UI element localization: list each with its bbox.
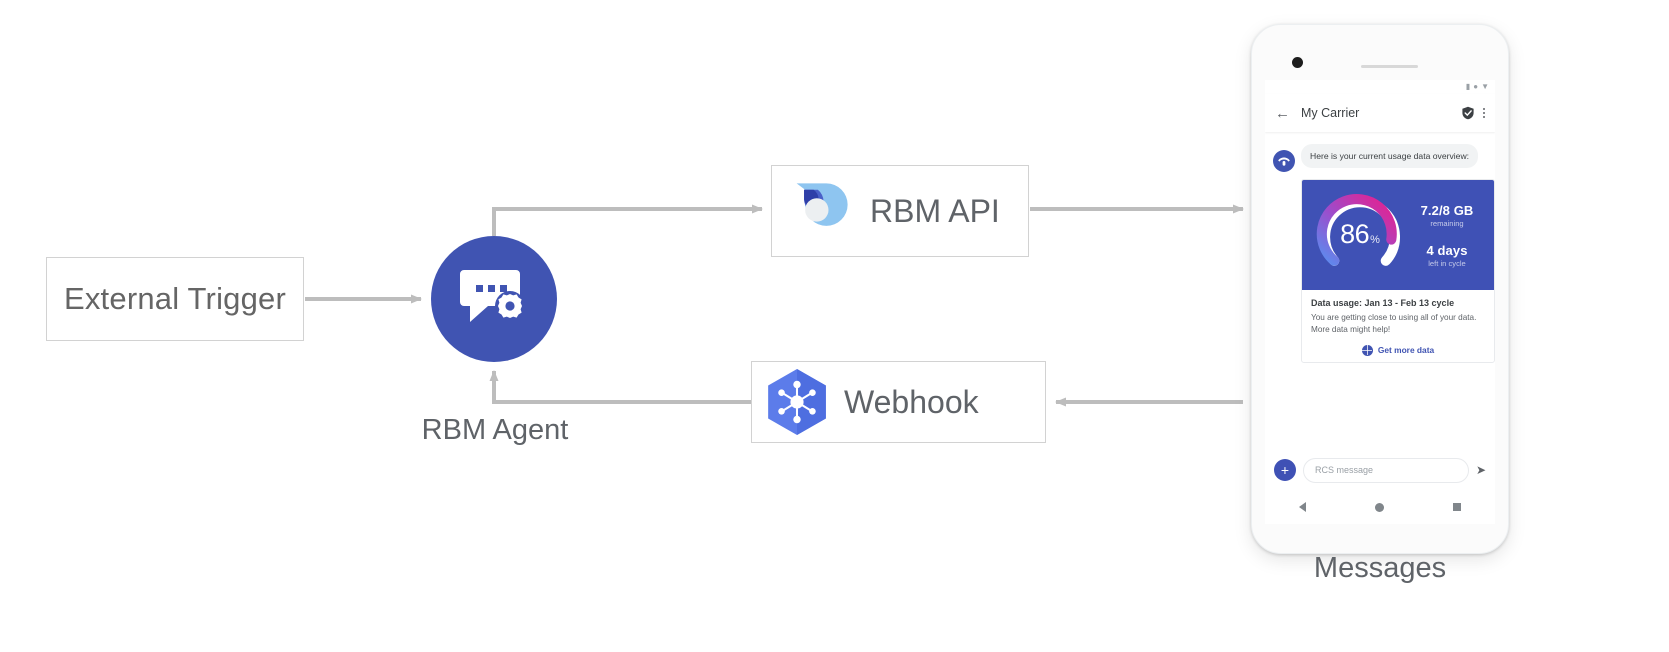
device-phone: ▮ ● ▼ ← My Carrier: [1251, 24, 1509, 554]
message-composer: + RCS message ➤: [1265, 450, 1495, 490]
card-title: Data usage: Jan 13 - Feb 13 cycle: [1311, 298, 1455, 308]
android-nav-bar: [1265, 490, 1495, 524]
node-rbm-agent[interactable]: [431, 236, 557, 362]
sensor-line: [1361, 65, 1418, 68]
battery-icon: ▼: [1481, 82, 1489, 91]
pubsub-hexagon-icon: [768, 369, 826, 435]
external-trigger-label: External Trigger: [63, 281, 287, 316]
message-row: Here is your current usage data overview…: [1273, 144, 1487, 172]
usage-gauge: 86 %: [1314, 189, 1406, 281]
chat-gear-icon: [460, 270, 525, 322]
nav-recents-icon[interactable]: [1452, 503, 1461, 511]
app-bar: ← My Carrier: [1265, 94, 1495, 132]
rbm-droplet-icon: [796, 183, 848, 226]
node-external-trigger[interactable]: External Trigger: [46, 257, 304, 341]
stat-days-label: left in cycle: [1428, 258, 1466, 268]
rbm-api-label: RBM API: [870, 192, 1000, 229]
message-bubble: Here is your current usage data overview…: [1301, 144, 1479, 169]
status-bar: ▮ ● ▼: [1265, 80, 1495, 94]
plus-icon[interactable]: +: [1274, 459, 1296, 481]
message-thread: Here is your current usage data overview…: [1265, 132, 1495, 363]
stat-data-remaining-label: remaining: [1430, 218, 1464, 228]
stat-data-remaining-value: 7.2/8 GB: [1420, 202, 1474, 218]
node-webhook[interactable]: Webhook: [751, 361, 1046, 443]
webhook-label: Webhook: [844, 383, 979, 420]
stat-days-value: 4 days: [1426, 242, 1468, 258]
back-arrow-icon[interactable]: ←: [1275, 104, 1290, 122]
phone-screen: ▮ ● ▼ ← My Carrier: [1265, 80, 1495, 524]
signal-icon: ▮: [1465, 82, 1471, 91]
globe-icon: [1361, 344, 1373, 356]
card-stats: 7.2/8 GB remaining 4 days left in cycle: [1406, 203, 1494, 268]
nav-home-icon[interactable]: [1374, 502, 1384, 512]
rich-card[interactable]: 86 % 7.2/8 GB remaining 4 days left in c…: [1301, 179, 1495, 363]
wifi-icon: ●: [1473, 82, 1479, 91]
gauge-percent-symbol: %: [1370, 234, 1380, 246]
rcs-message-input[interactable]: RCS message: [1303, 457, 1469, 483]
get-more-data-label: Get more data: [1377, 345, 1435, 356]
rbm-agent-label: RBM Agent: [421, 414, 569, 446]
send-icon[interactable]: ➤: [1475, 463, 1486, 477]
get-more-data-button[interactable]: Get more data: [1311, 344, 1485, 356]
phone-bezel: [1251, 24, 1509, 89]
front-camera-icon: [1292, 57, 1303, 68]
nav-back-icon[interactable]: [1299, 502, 1307, 512]
carrier-agent-icon: [1273, 150, 1295, 172]
conversation-title: My Carrier: [1301, 106, 1360, 120]
verified-shield-icon: [1462, 106, 1474, 120]
gauge-value: 86: [1340, 219, 1370, 249]
more-vertical-icon[interactable]: [1482, 107, 1485, 119]
node-rbm-api[interactable]: RBM API: [771, 165, 1029, 257]
device-label: Messages: [1313, 552, 1447, 584]
rcs-message-placeholder: RCS message: [1315, 465, 1374, 475]
card-hero: 86 % 7.2/8 GB remaining 4 days left in c…: [1302, 180, 1494, 290]
card-description: You are getting close to using all of yo…: [1311, 313, 1477, 335]
card-body: Data usage: Jan 13 - Feb 13 cycle You ar…: [1302, 290, 1494, 362]
